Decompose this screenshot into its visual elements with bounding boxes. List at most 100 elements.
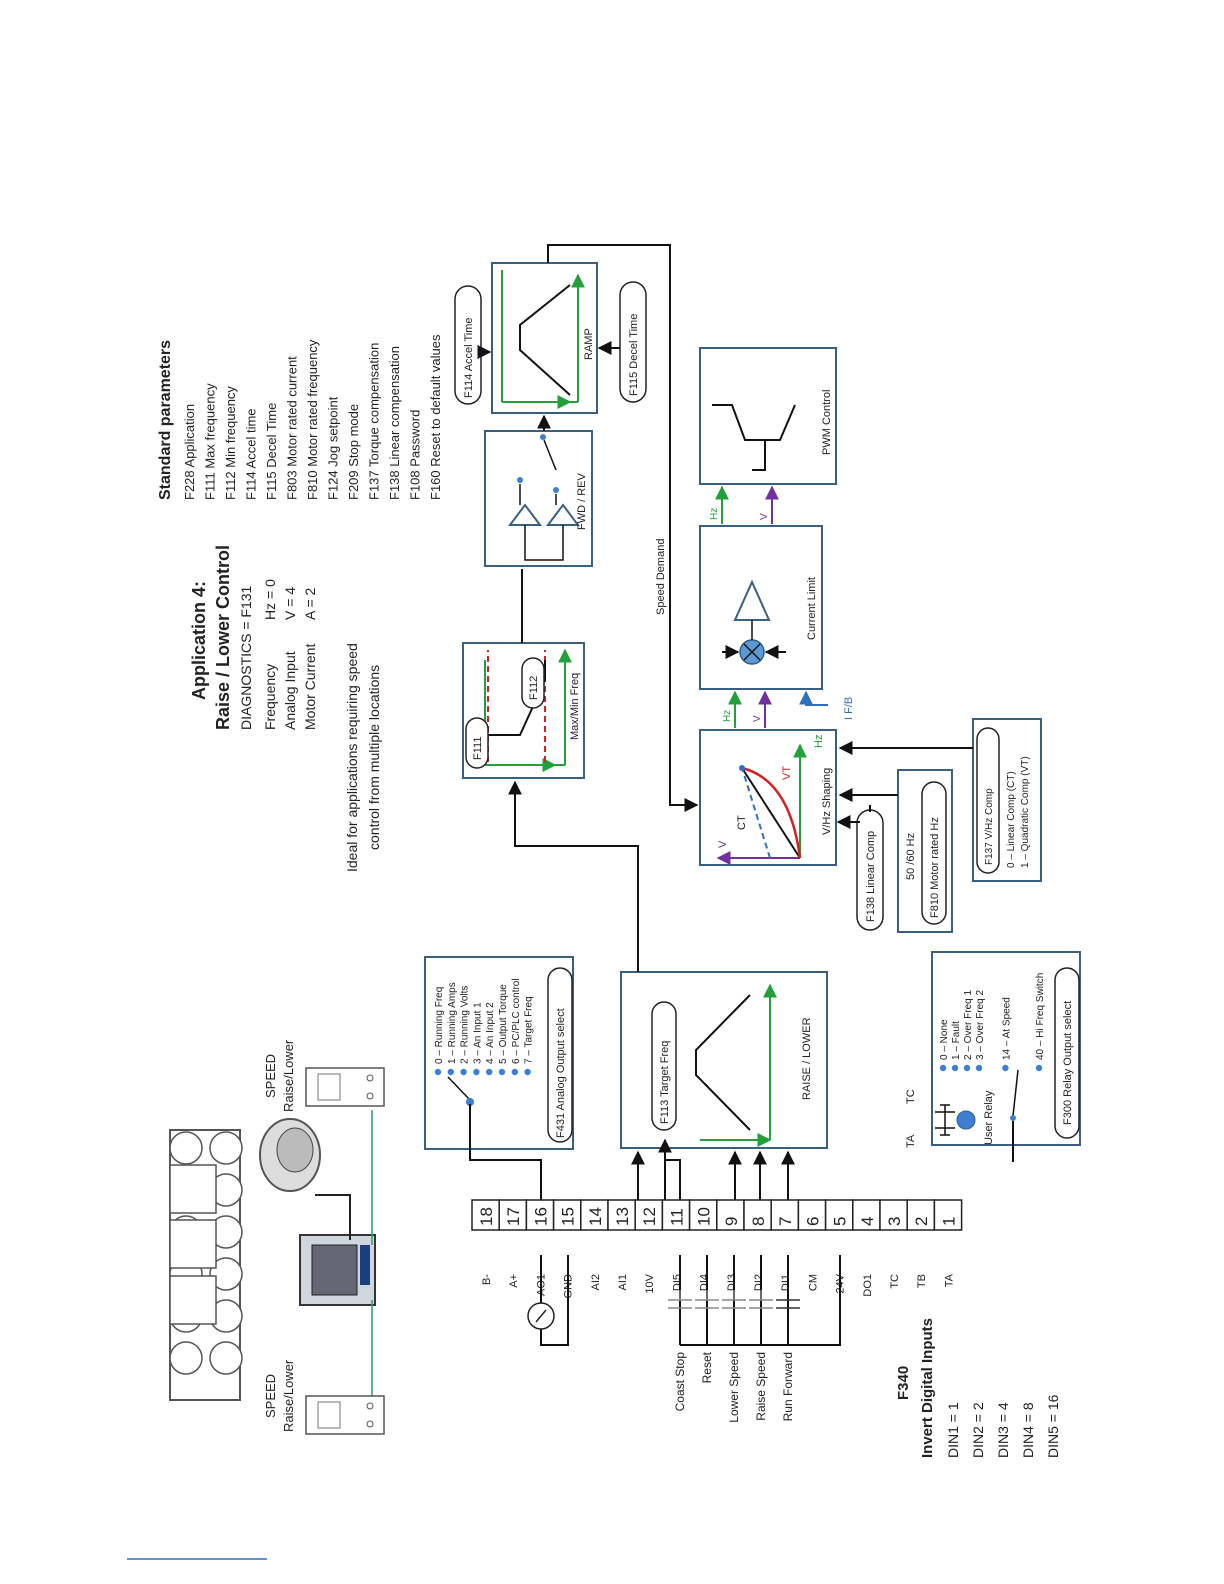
terminal-number: 15 — [559, 1207, 578, 1226]
standard-parameter-item: F228 Application — [182, 404, 197, 500]
terminal-label: TA — [943, 1273, 955, 1287]
application-subtitle: Raise / Lower Control — [213, 545, 233, 730]
standard-parameter-item: F115 Decel Time — [264, 403, 279, 500]
target-freq-label: F113 Target Freq — [659, 1041, 671, 1124]
cl-hz-label: Hz — [722, 710, 733, 722]
terminal-number: 10 — [695, 1207, 714, 1226]
vhz-ct-label: CT — [736, 815, 748, 830]
terminal-number: 12 — [640, 1207, 659, 1226]
option-dot — [498, 1068, 506, 1076]
maxmin-block: F111 F112 Max/Min Freq — [462, 642, 585, 779]
speed-pendant-right: SPEED Raise/Lower — [263, 1039, 385, 1112]
relay-title: F300 Relay Output select — [1062, 1001, 1074, 1125]
diagnostic-name: Motor Current — [302, 644, 318, 730]
vhz-hz-label: Hz — [813, 735, 825, 748]
speed-demand-label: Speed Demand — [655, 539, 667, 615]
option-dot — [1035, 1064, 1043, 1072]
f340-title: F340 — [895, 1366, 912, 1400]
application-note-1: Ideal for applications requiring speed — [344, 643, 360, 872]
f137-block: F137 V/Hz Comp 0 – Linear Comp (CT) 1 – … — [838, 718, 1042, 882]
terminal-number: 17 — [504, 1207, 523, 1226]
option-dot — [524, 1068, 531, 1076]
cl-v-label: V — [752, 715, 763, 722]
terminal-label: TC — [889, 1274, 901, 1289]
terminal-box — [607, 1199, 636, 1231]
option-dot — [511, 1068, 518, 1076]
diagnostic-value: V = 4 — [282, 587, 298, 620]
diagnostic-value: A = 2 — [302, 587, 318, 620]
terminal-label: AI1 — [617, 1274, 629, 1291]
f111-label: F111 — [472, 737, 484, 760]
standard-parameter-item: F137 Torque compensation — [367, 343, 382, 500]
standard-parameters-title: Standard parameters — [157, 340, 174, 500]
terminal-box — [716, 1199, 745, 1231]
option-dot — [460, 1068, 467, 1076]
option-dot — [939, 1064, 947, 1072]
f340-item: DIN1 = 1 — [945, 1402, 961, 1458]
option-dot — [951, 1064, 959, 1072]
decel-pill: F115 Decel Time — [597, 281, 647, 403]
switch-label: Reset — [700, 1351, 714, 1383]
fwdrev-block: FWD / REV — [484, 430, 593, 567]
terminal-number: 8 — [749, 1217, 768, 1226]
diagnostic-name: Analog Input — [282, 651, 298, 730]
relay-option: 2 – Over Freq 1 — [963, 990, 974, 1060]
switch-label: Coast Stop — [673, 1352, 687, 1412]
vhz-block: V Hz CT VT V/Hz Shaping — [699, 729, 837, 866]
terminal-label: DO1 — [862, 1274, 874, 1297]
terminal-number: 5 — [831, 1217, 850, 1226]
terminal-number: 11 — [667, 1208, 686, 1226]
vhz-v-label: V — [717, 840, 729, 848]
application-note-2: control from multiple locations — [366, 665, 382, 850]
speed-right-sublabel: Raise/Lower — [281, 1039, 296, 1112]
analog-output-option: 6 – PC/PLC control — [511, 978, 522, 1064]
application-info: Application 4: Raise / Lower Control DIA… — [189, 545, 382, 872]
analog-output-option: 1 – Running Amps — [447, 982, 458, 1064]
terminal-box — [933, 1199, 963, 1231]
analog-output-title: F431 Analog Output select — [555, 1008, 567, 1138]
terminal-label: A+ — [508, 1274, 520, 1288]
terminal-label: AI2 — [590, 1274, 602, 1291]
standard-parameter-item: F111 Max frequency — [203, 383, 218, 500]
terminal-label: 10V — [644, 1273, 656, 1293]
standard-parameter-item: F160 Reset to default values — [428, 334, 443, 500]
analog-output-option: 5 – Output Torque — [498, 984, 509, 1064]
standard-parameter-item: F124 Jog setpoint — [326, 396, 341, 500]
raise-lower-title: RAISE / LOWER — [801, 1017, 813, 1100]
f137-option-1: 1 – Quadratic Comp (VT) — [1020, 756, 1031, 868]
accel-label: F114 Accel Time — [463, 318, 475, 399]
speed-right-label: SPEED — [263, 1054, 278, 1098]
conveyor-illustration — [169, 1110, 376, 1401]
pwm-block: PWM Control Hz V — [699, 347, 837, 524]
standard-parameter-item: F810 Motor rated frequency — [305, 339, 320, 500]
analog-output-option: 4 – An Input 2 — [485, 1002, 496, 1064]
terminal-box — [634, 1199, 664, 1231]
f340-item: DIN3 = 4 — [995, 1402, 1011, 1458]
terminal-label: DI5 — [671, 1274, 683, 1291]
f340-item: DIN5 = 16 — [1045, 1394, 1061, 1458]
terminal-box — [580, 1199, 609, 1231]
drive-icon — [299, 1234, 376, 1306]
signal-lines: Speed Demand — [508, 244, 795, 1200]
standard-parameter-item: F114 Accel time — [244, 408, 259, 500]
analog-output-option: 3 – An Input 1 — [472, 1002, 483, 1064]
option-dot — [975, 1064, 983, 1072]
analog-output-option: 0 – Running Freq — [434, 987, 445, 1064]
terminal-number: 1 — [939, 1217, 958, 1226]
f340-subtitle: Invert Digital Inputs — [919, 1318, 936, 1458]
ifb-label: I F/B — [843, 697, 855, 720]
speed-left-sublabel: Raise/Lower — [281, 1359, 296, 1432]
terminal-number: 13 — [613, 1207, 632, 1226]
relay-option: 3 – Over Freq 2 — [975, 990, 986, 1060]
vhz-title: V/Hz Shaping — [821, 768, 833, 835]
terminal-number: 3 — [885, 1217, 904, 1226]
terminal-box — [797, 1199, 827, 1231]
terminal-number: 4 — [858, 1217, 877, 1226]
current-limit-title: Current Limit — [806, 577, 818, 640]
relay-option: 14 – At Speed — [1001, 997, 1012, 1060]
